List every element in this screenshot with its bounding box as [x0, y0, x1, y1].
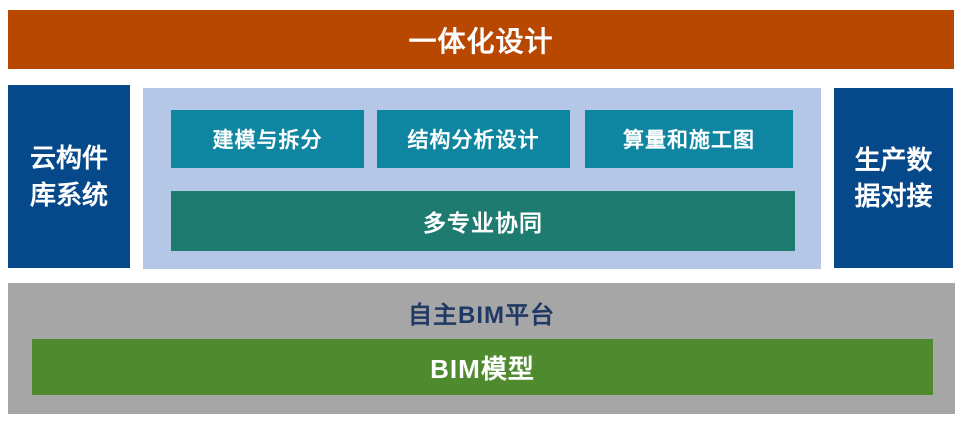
bim-model-label: BIM模型 [430, 353, 535, 384]
integrated-design-label: 一体化设计 [408, 25, 554, 57]
cloud-component-library-line2: 库系统 [29, 179, 108, 210]
process-box-structural-analysis: 结构分析设计 [377, 110, 570, 168]
cloud-component-library-line1: 云构件 [29, 143, 108, 174]
production-data-connection-box: 生产数 据对接 [834, 88, 953, 268]
multidiscipline-collaboration-bar: 多专业协同 [171, 191, 795, 251]
production-data-connection-line1: 生产数 [854, 144, 933, 175]
design-process-container: 建模与拆分 结构分析设计 算量和施工图 多专业协同 [143, 88, 821, 269]
integrated-design-banner: 一体化设计 [8, 10, 954, 69]
bim-platform-panel: 自主BIM平台 BIM模型 [8, 283, 955, 414]
multidiscipline-collaboration-label: 多专业协同 [423, 210, 543, 236]
cloud-component-library-box: 云构件 库系统 [8, 85, 130, 268]
production-data-connection-line2: 据对接 [854, 181, 933, 211]
bim-platform-title: 自主BIM平台 [408, 302, 555, 329]
bim-model-bar: BIM模型 [32, 339, 933, 395]
process-box-modeling-splitting: 建模与拆分 [171, 110, 364, 168]
process-box-quantity-construction-drawing-label: 算量和施工图 [623, 129, 755, 152]
process-box-modeling-splitting-label: 建模与拆分 [212, 129, 323, 152]
process-box-quantity-construction-drawing: 算量和施工图 [585, 110, 793, 168]
process-box-structural-analysis-label: 结构分析设计 [407, 129, 540, 152]
